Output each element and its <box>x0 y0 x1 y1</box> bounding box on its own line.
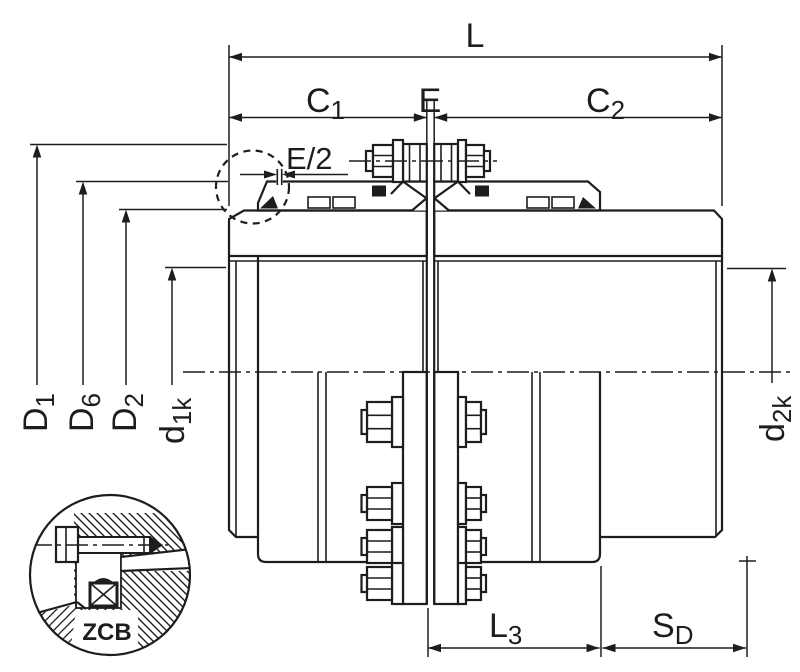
label-ZCB: ZCB <box>82 619 131 646</box>
outer-seal-right <box>578 197 596 209</box>
label-C2: C2 <box>586 82 625 125</box>
label-d2k: d2k <box>754 395 797 442</box>
coupling-elevation-lower <box>227 198 724 606</box>
dimension-E-half: E/2 <box>240 141 348 179</box>
inner-seal-left <box>372 185 386 197</box>
label-L3: L3 <box>489 607 522 650</box>
flange-plate-right-lower <box>433 370 460 606</box>
cover-silhouette-right <box>458 372 602 564</box>
flange-plate-left-lower <box>401 370 428 606</box>
label-D6: D6 <box>63 393 106 432</box>
seal-groove <box>332 196 356 209</box>
dimension-SD: SD <box>602 556 756 657</box>
detail-callout-circle <box>214 149 291 225</box>
flange-plate-right <box>433 142 460 183</box>
dimension-D6: D6 <box>63 180 228 432</box>
label-L: L <box>466 17 485 55</box>
cover-section-right <box>433 180 602 212</box>
label-d1k: d1k <box>154 397 197 444</box>
dimension-D1: D1 <box>17 143 227 432</box>
outer-seal-left <box>260 196 278 209</box>
flange-bolt-row <box>360 395 488 606</box>
sleeve-end-left <box>227 256 258 539</box>
flange-bolt-top <box>349 138 497 184</box>
dimension-E: E <box>419 82 442 143</box>
seal-groove <box>526 196 550 209</box>
dimension-D2: D2 <box>106 208 227 432</box>
dimension-C1: C1 <box>229 82 427 125</box>
dimension-L3: L3 <box>427 566 602 657</box>
dimension-d2k: d2k <box>727 267 797 442</box>
label-SD: SD <box>652 607 693 650</box>
sleeve-end-right <box>600 256 724 539</box>
seal-groove <box>307 196 331 209</box>
cover-silhouette-left <box>256 256 403 564</box>
sleeve-section-left <box>227 209 428 258</box>
seal-groove <box>551 196 575 209</box>
label-E-half: E/2 <box>286 141 333 176</box>
detail-view-zcb: ZCB <box>28 493 192 657</box>
detail-circle-border <box>28 493 192 657</box>
label-D2: D2 <box>106 393 149 432</box>
dimension-L: L <box>228 17 723 206</box>
flange-plate-left <box>401 142 428 183</box>
label-C1: C1 <box>306 82 345 125</box>
coupling-section-upper <box>227 138 724 262</box>
dimension-C2: C2 <box>434 82 722 125</box>
label-D1: D1 <box>17 393 60 432</box>
cover-section-left <box>256 180 428 212</box>
dimension-d1k: d1k <box>154 266 226 444</box>
inner-seal-right <box>475 185 489 197</box>
sleeve-section-right <box>433 209 724 258</box>
label-E: E <box>419 82 442 120</box>
